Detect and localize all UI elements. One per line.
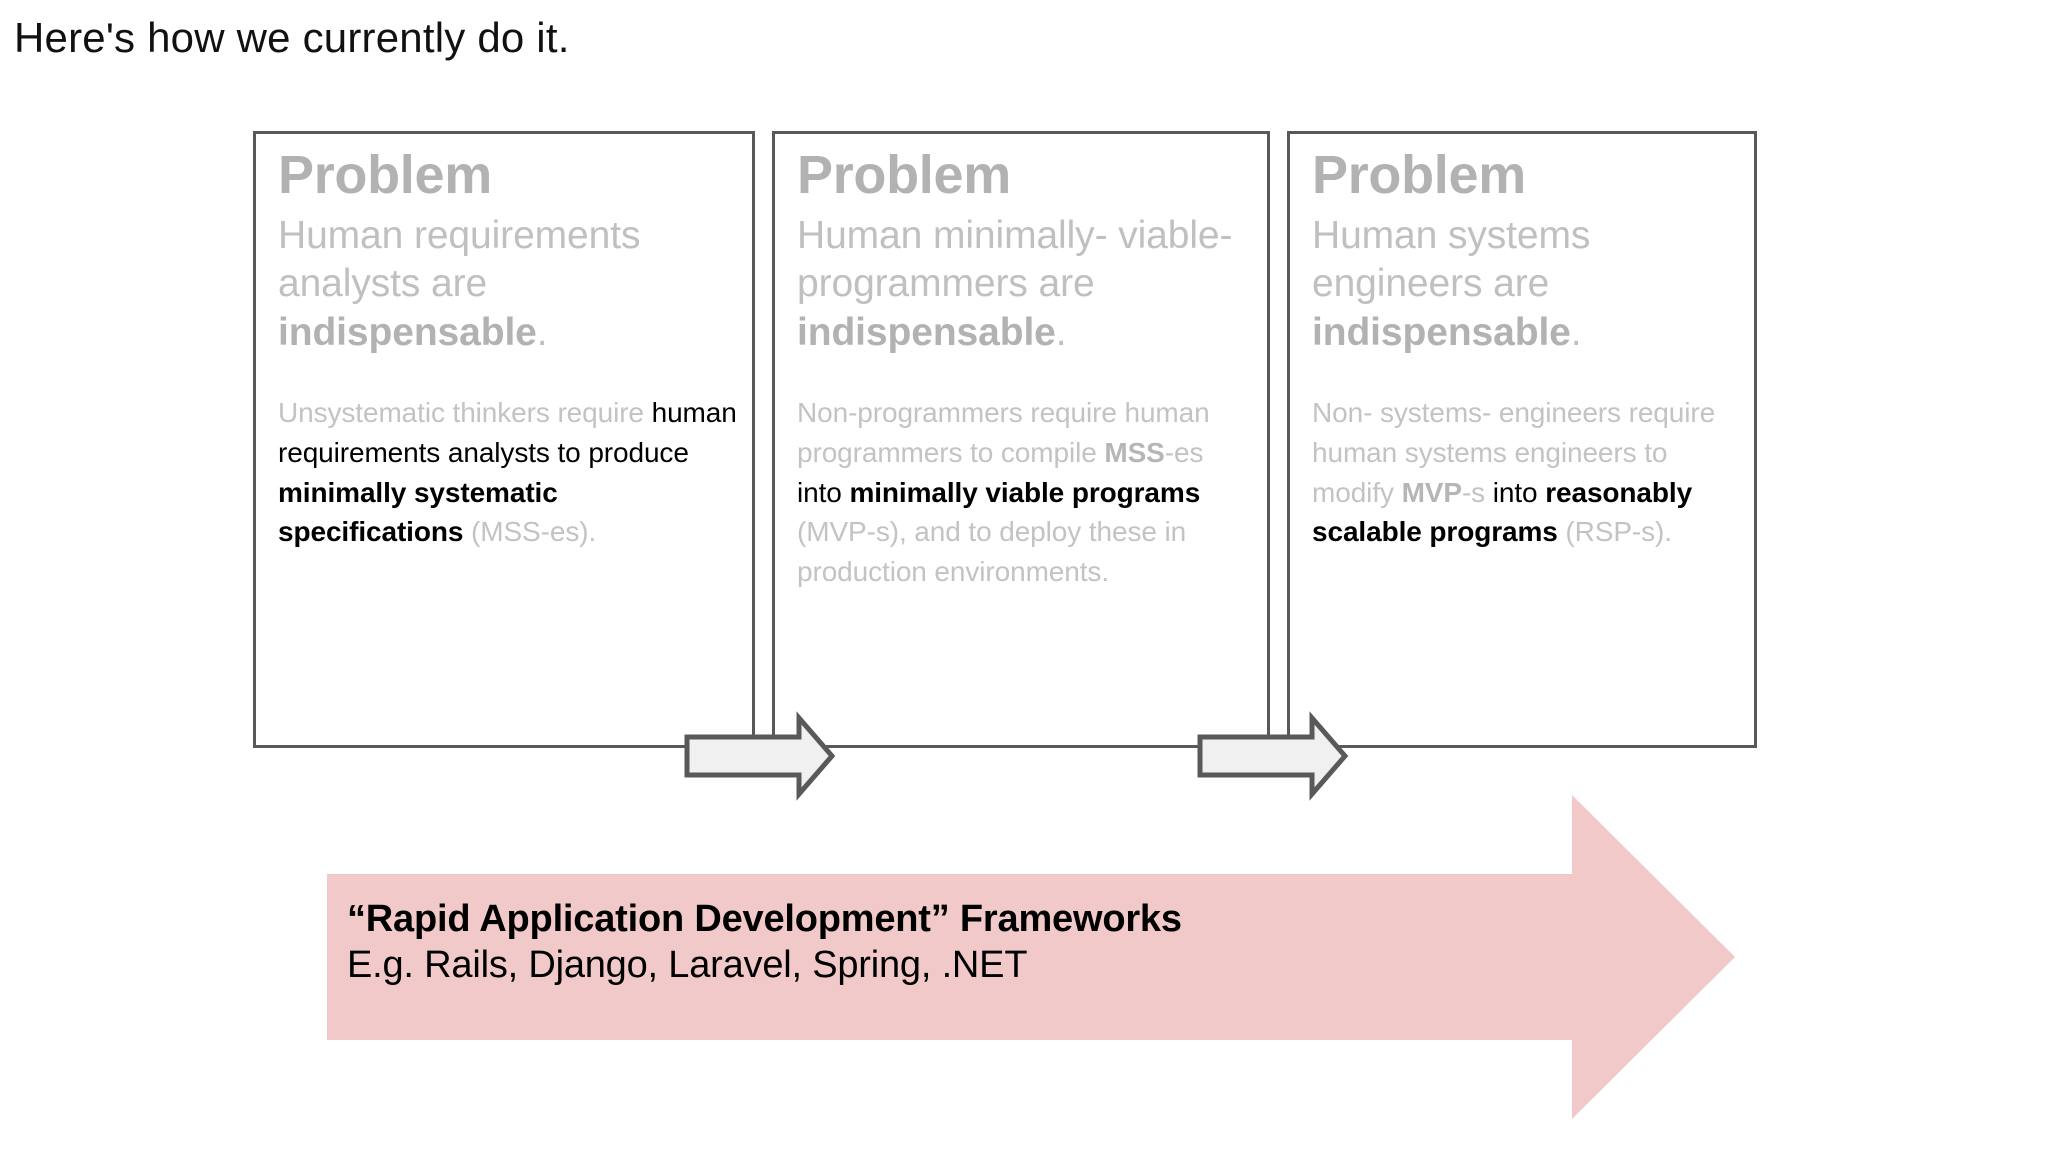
body-run: Unsystematic thinkers require (278, 397, 652, 429)
body-run: Non-programmers require human programmer… (797, 397, 1210, 468)
body-run: (MVP-s), and to deploy these in producti… (797, 516, 1187, 588)
body-run: MVP (1401, 476, 1462, 508)
tagline-emphasis: indispensable (1312, 310, 1571, 354)
body-run: Non- systems- engineers require human sy… (1312, 397, 1716, 508)
body-run: into (1492, 476, 1546, 508)
rad-frameworks-label: “Rapid Application Development” Framewor… (347, 897, 1347, 988)
problem-panel-3-body: Non- systems- engineers require human sy… (1312, 393, 1740, 552)
problem-panel-3-tagline: Human systems engineers are indispensabl… (1312, 212, 1740, 357)
tagline-prefix: Human requirements analysts are (278, 214, 641, 306)
body-run: -es (1164, 436, 1204, 468)
problem-panel-2-heading: Problem (797, 145, 1011, 205)
body-run: human requirements analysts to produce (278, 397, 737, 468)
body-run: (MSS-es). (463, 516, 597, 548)
page-title: Here's how we currently do it. (14, 14, 570, 61)
problem-panel-1-tagline: Human requirements analysts are indispen… (278, 212, 738, 357)
body-run: (RSP-s). (1557, 516, 1672, 548)
tagline-prefix: Human minimally- viable- programmers are (797, 214, 1233, 306)
body-run: minimally systematic specifications (278, 476, 558, 548)
body-run: into (797, 476, 850, 508)
rad-frameworks-subtitle: E.g. Rails, Django, Laravel, Spring, .NE… (347, 943, 1028, 986)
problem-panel-2: Problem Human minimally- viable- program… (772, 131, 1270, 748)
problem-panel-1-heading: Problem (278, 145, 492, 205)
problem-panel-3-content: Problem Human systems engineers are indi… (1312, 148, 1740, 552)
problem-panel-1: Problem Human requirements analysts are … (253, 131, 755, 748)
tagline-suffix: . (1570, 310, 1582, 354)
problem-panel-2-tagline: Human minimally- viable- programmers are… (797, 212, 1253, 357)
problem-panel-1-body: Unsystematic thinkers require human requ… (278, 393, 738, 552)
body-run: -s (1461, 476, 1493, 508)
tagline-prefix: Human systems engineers are (1312, 214, 1591, 306)
tagline-emphasis: indispensable (797, 310, 1056, 354)
body-run: MSS (1104, 436, 1165, 468)
problem-panel-1-content: Problem Human requirements analysts are … (278, 148, 738, 552)
problem-panel-2-content: Problem Human minimally- viable- program… (797, 148, 1253, 592)
tagline-emphasis: indispensable (278, 310, 537, 354)
problem-panel-3-heading: Problem (1312, 145, 1526, 205)
body-run: minimally viable programs (849, 476, 1201, 508)
tagline-suffix: . (536, 310, 548, 354)
body-run: reasonably scalable programs (1312, 476, 1693, 548)
rad-frameworks-title: “Rapid Application Development” Framewor… (347, 898, 1182, 940)
tagline-suffix: . (1055, 310, 1067, 354)
problem-panel-2-body: Non-programmers require human programmer… (797, 393, 1253, 592)
problem-panel-3: Problem Human systems engineers are indi… (1287, 131, 1757, 748)
